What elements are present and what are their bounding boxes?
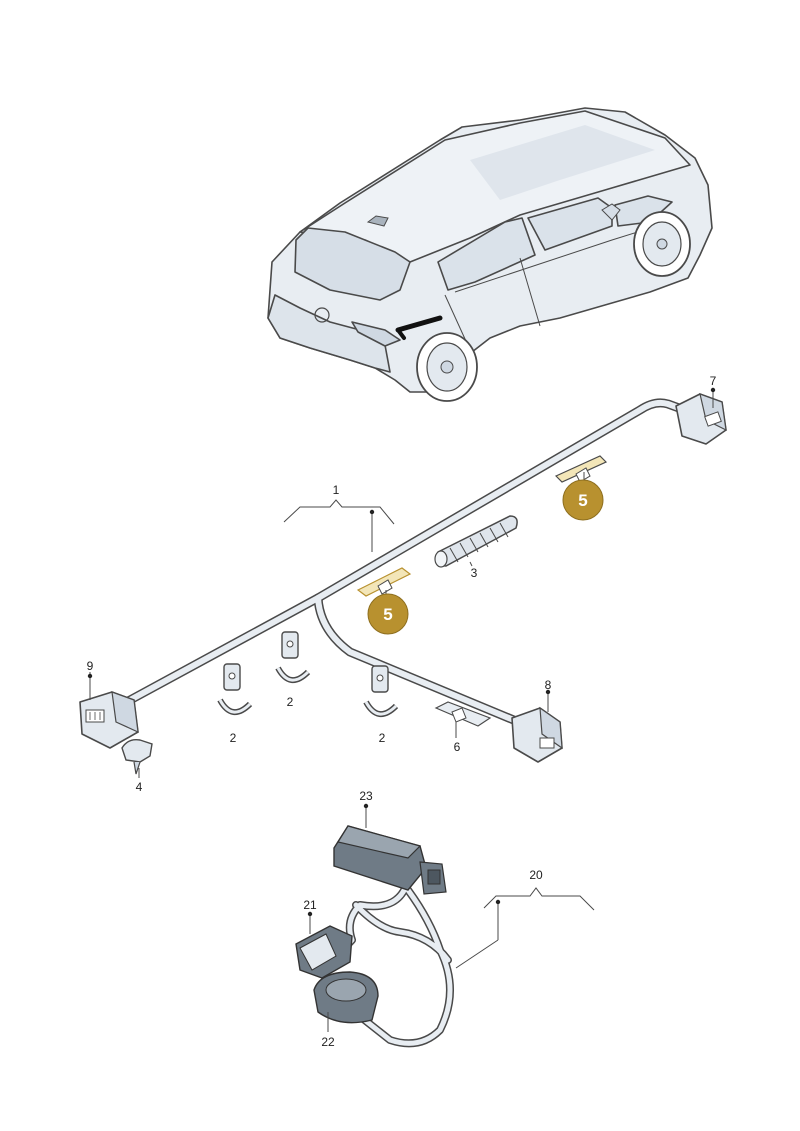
highlight-badge-5-lower[interactable]: 5 (367, 593, 409, 635)
leader-dots (87, 387, 716, 917)
connector-21 (295, 925, 353, 979)
cable-clip-2c (363, 665, 399, 717)
tape-5-upper (554, 455, 608, 483)
car-illustration (267, 107, 713, 402)
tape-5-lower (356, 567, 412, 597)
label-3[interactable]: 3 (471, 566, 478, 580)
tape-6 (434, 701, 492, 727)
connector-9 (79, 691, 139, 749)
label-6[interactable]: 6 (454, 740, 461, 754)
connector-22 (313, 971, 379, 1024)
label-1[interactable]: 1 (333, 483, 340, 497)
label-8[interactable]: 8 (545, 678, 552, 692)
label-5-lower: 5 (383, 605, 392, 624)
connector-7 (675, 393, 727, 445)
label-2b[interactable]: 2 (287, 695, 294, 709)
wiring-harness (103, 398, 695, 731)
label-23[interactable]: 23 (359, 789, 373, 803)
label-4[interactable]: 4 (136, 780, 143, 794)
label-20[interactable]: 20 (529, 868, 543, 882)
label-21[interactable]: 21 (303, 898, 317, 912)
cable-clip-2b (275, 631, 311, 683)
connector-8 (511, 706, 563, 763)
label-9[interactable]: 9 (87, 659, 94, 673)
highlight-badge-5-upper[interactable]: 5 (562, 479, 604, 521)
label-2c[interactable]: 2 (379, 731, 386, 745)
label-7[interactable]: 7 (710, 374, 717, 388)
control-module-23 (333, 825, 447, 895)
label-2a[interactable]: 2 (230, 731, 237, 745)
sub-harness-20 (318, 876, 454, 1048)
part-labels: 1 2 2 2 3 4 6 7 8 9 20 21 22 23 (87, 374, 717, 1049)
label-22[interactable]: 22 (321, 1035, 335, 1049)
label-5-upper: 5 (578, 491, 587, 510)
clip-4 (121, 738, 153, 775)
cable-clip-2a (217, 663, 253, 715)
corrugated-tube-3 (434, 515, 518, 568)
